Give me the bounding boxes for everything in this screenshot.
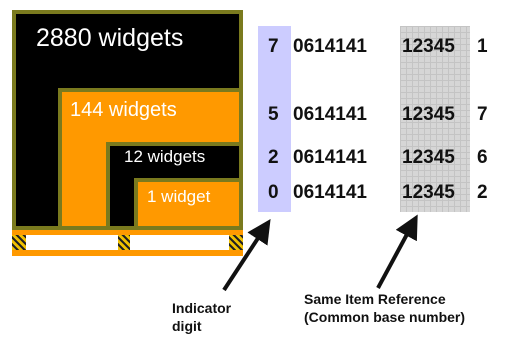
company-prefix: 0614141 <box>293 147 367 168</box>
item-reference-highlight <box>400 26 470 212</box>
pallet-base-bottom <box>12 250 243 256</box>
check-digit: 1 <box>477 36 488 57</box>
item-reference: 12345 <box>402 182 455 203</box>
indicator-digit: 2 <box>268 147 279 168</box>
check-digit: 7 <box>477 104 488 125</box>
item-reference: 12345 <box>402 104 455 125</box>
packaging-hierarchy: 2880 widgets 144 widgets 12 widgets 1 wi… <box>0 0 250 260</box>
unit-label: 1 widget <box>147 187 211 206</box>
pallet-label: 2880 widgets <box>36 24 184 52</box>
company-prefix: 0614141 <box>293 36 367 57</box>
indicator-caption-line1: Indicator <box>172 300 232 316</box>
company-prefix: 0614141 <box>293 182 367 203</box>
unit-box <box>134 178 243 230</box>
case-label: 144 widgets <box>70 99 177 121</box>
item-reference-arrow <box>376 214 418 289</box>
item-reference: 12345 <box>402 147 455 168</box>
pallet-leg-left <box>12 235 26 250</box>
company-prefix: 0614141 <box>293 104 367 125</box>
indicator-caption: Indicator digit <box>172 299 231 335</box>
indicator-digit: 5 <box>268 104 279 125</box>
pallet-base-top <box>12 230 243 235</box>
indicator-digit: 7 <box>268 36 279 57</box>
item-reference: 12345 <box>402 36 455 57</box>
indicator-arrow <box>222 218 271 292</box>
item-reference-caption-line1: Same Item Reference <box>304 291 446 307</box>
item-reference-caption: Same Item Reference (Common base number) <box>304 290 465 326</box>
pallet-leg-right <box>229 235 243 250</box>
indicator-caption-line2: digit <box>172 318 202 334</box>
inner-pack-label: 12 widgets <box>124 147 206 166</box>
check-digit: 2 <box>477 182 488 203</box>
check-digit: 6 <box>477 147 488 168</box>
pallet-leg-middle <box>118 235 130 250</box>
indicator-highlight <box>258 26 291 212</box>
item-reference-caption-line2: (Common base number) <box>304 309 466 325</box>
indicator-digit: 0 <box>268 182 279 203</box>
